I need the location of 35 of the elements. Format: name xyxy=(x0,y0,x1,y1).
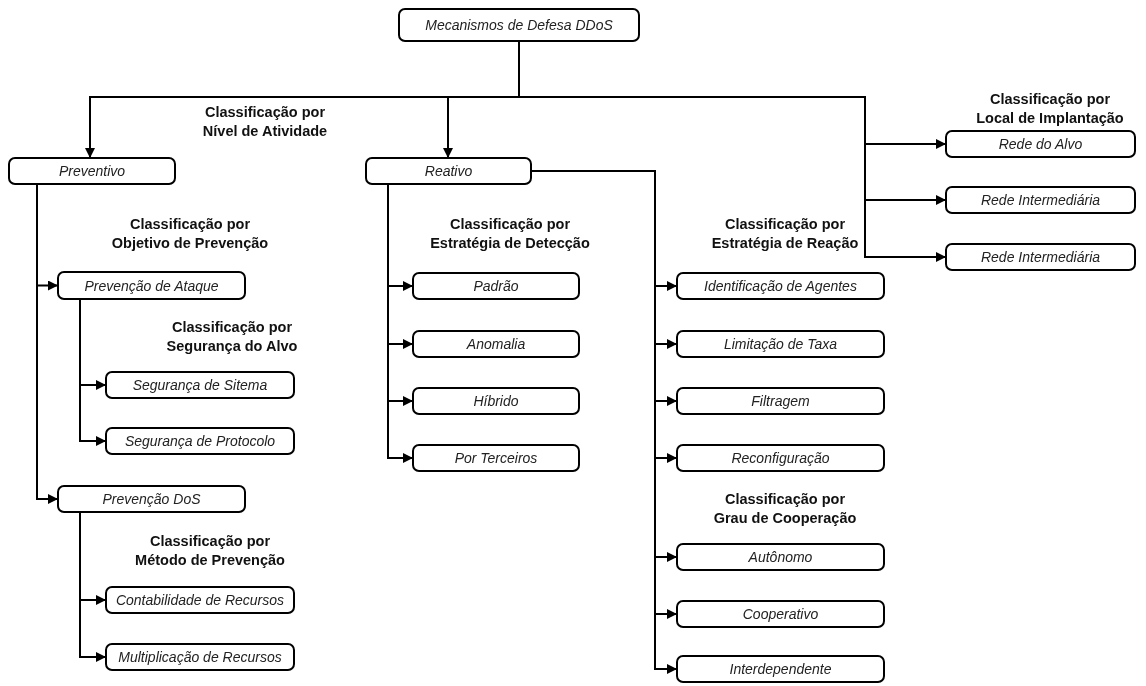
arrow xyxy=(79,512,106,662)
category-box: Autônomo xyxy=(676,543,885,571)
category-box: Segurança de Sitema xyxy=(105,371,295,399)
classification-heading: Classificação por Local de Implantação xyxy=(975,90,1125,128)
category-box: Por Terceiros xyxy=(412,444,580,472)
classification-heading: Classificação por Estratégia de Detecção xyxy=(429,215,591,253)
category-box: Limitação de Taxa xyxy=(676,330,885,358)
category-box: Reconfiguração xyxy=(676,444,885,472)
classification-heading: Classificação por Objetivo de Prevenção xyxy=(110,215,270,253)
category-box: Preventivo xyxy=(8,157,176,185)
category-box: Identificação de Agentes xyxy=(676,272,885,300)
category-box: Mecanismos de Defesa DDoS xyxy=(398,8,640,42)
category-box: Filtragem xyxy=(676,387,885,415)
category-box: Padrão xyxy=(412,272,580,300)
classification-heading: Classificação por Nível de Atividade xyxy=(201,103,329,141)
category-box: Segurança de Protocolo xyxy=(105,427,295,455)
arrow xyxy=(79,299,106,446)
arrow xyxy=(387,184,413,463)
category-box: Híbrido xyxy=(412,387,580,415)
category-box: Anomalia xyxy=(412,330,580,358)
category-box: Reativo xyxy=(365,157,532,185)
category-box: Rede Intermediária xyxy=(945,243,1136,271)
category-box: Cooperativo xyxy=(676,600,885,628)
category-box: Rede Intermediária xyxy=(945,186,1136,214)
category-box: Prevenção DoS xyxy=(57,485,246,513)
category-box: Prevenção de Ataque xyxy=(57,271,246,300)
classification-heading: Classificação por Método de Prevenção xyxy=(134,532,286,570)
category-box: Rede do Alvo xyxy=(945,130,1136,158)
classification-heading: Classificação por Grau de Cooperação xyxy=(712,490,858,528)
arrow xyxy=(36,184,58,504)
classification-heading: Classificação por Segurança do Alvo xyxy=(165,318,299,356)
category-box: Contabilidade de Recursos xyxy=(105,586,295,614)
category-box: Interdependente xyxy=(676,655,885,683)
classification-heading: Classificação por Estratégia de Reação xyxy=(710,215,860,253)
category-box: Multiplicação de Recursos xyxy=(105,643,295,671)
